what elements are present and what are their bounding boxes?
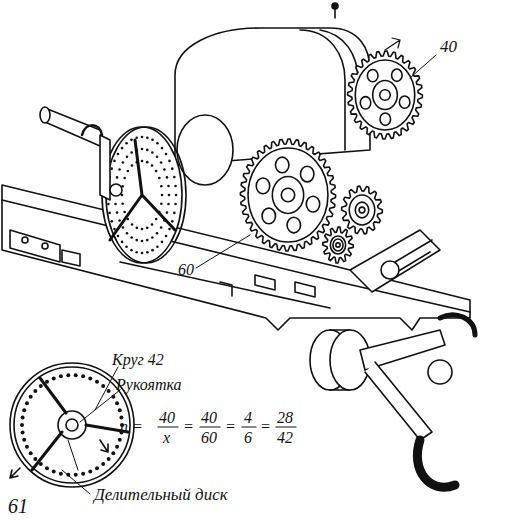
formula-term: = [183,419,194,435]
dividing-plate [40,107,186,263]
formula-term: = [225,419,236,435]
handwheel [310,315,475,487]
gear-tooth-count: 40 [440,38,457,55]
lathe-bed [2,185,470,330]
hole-circle-label: Круг 42 [112,352,164,368]
inset-dividing-disc [10,363,134,487]
formula-term: 42 [277,430,293,446]
part-name: Рукоятка [116,377,182,393]
formula-term: 4 [244,410,252,426]
formula-term: 40 [201,410,217,426]
formula-term: 60 [201,430,217,446]
leader-lines [62,55,436,494]
formula-term: 28 [277,410,293,426]
formula-term: 6 [244,430,252,446]
part-name: Делительный диск [94,486,228,503]
formula-term: n = [120,419,143,435]
gear-tooth-count: 60 [178,262,194,278]
formula-term: x [163,430,170,446]
change-gears [240,38,440,292]
figure-number: 61 [8,496,28,516]
formula-term: = [260,419,271,435]
formula-term: 40 [159,410,175,426]
